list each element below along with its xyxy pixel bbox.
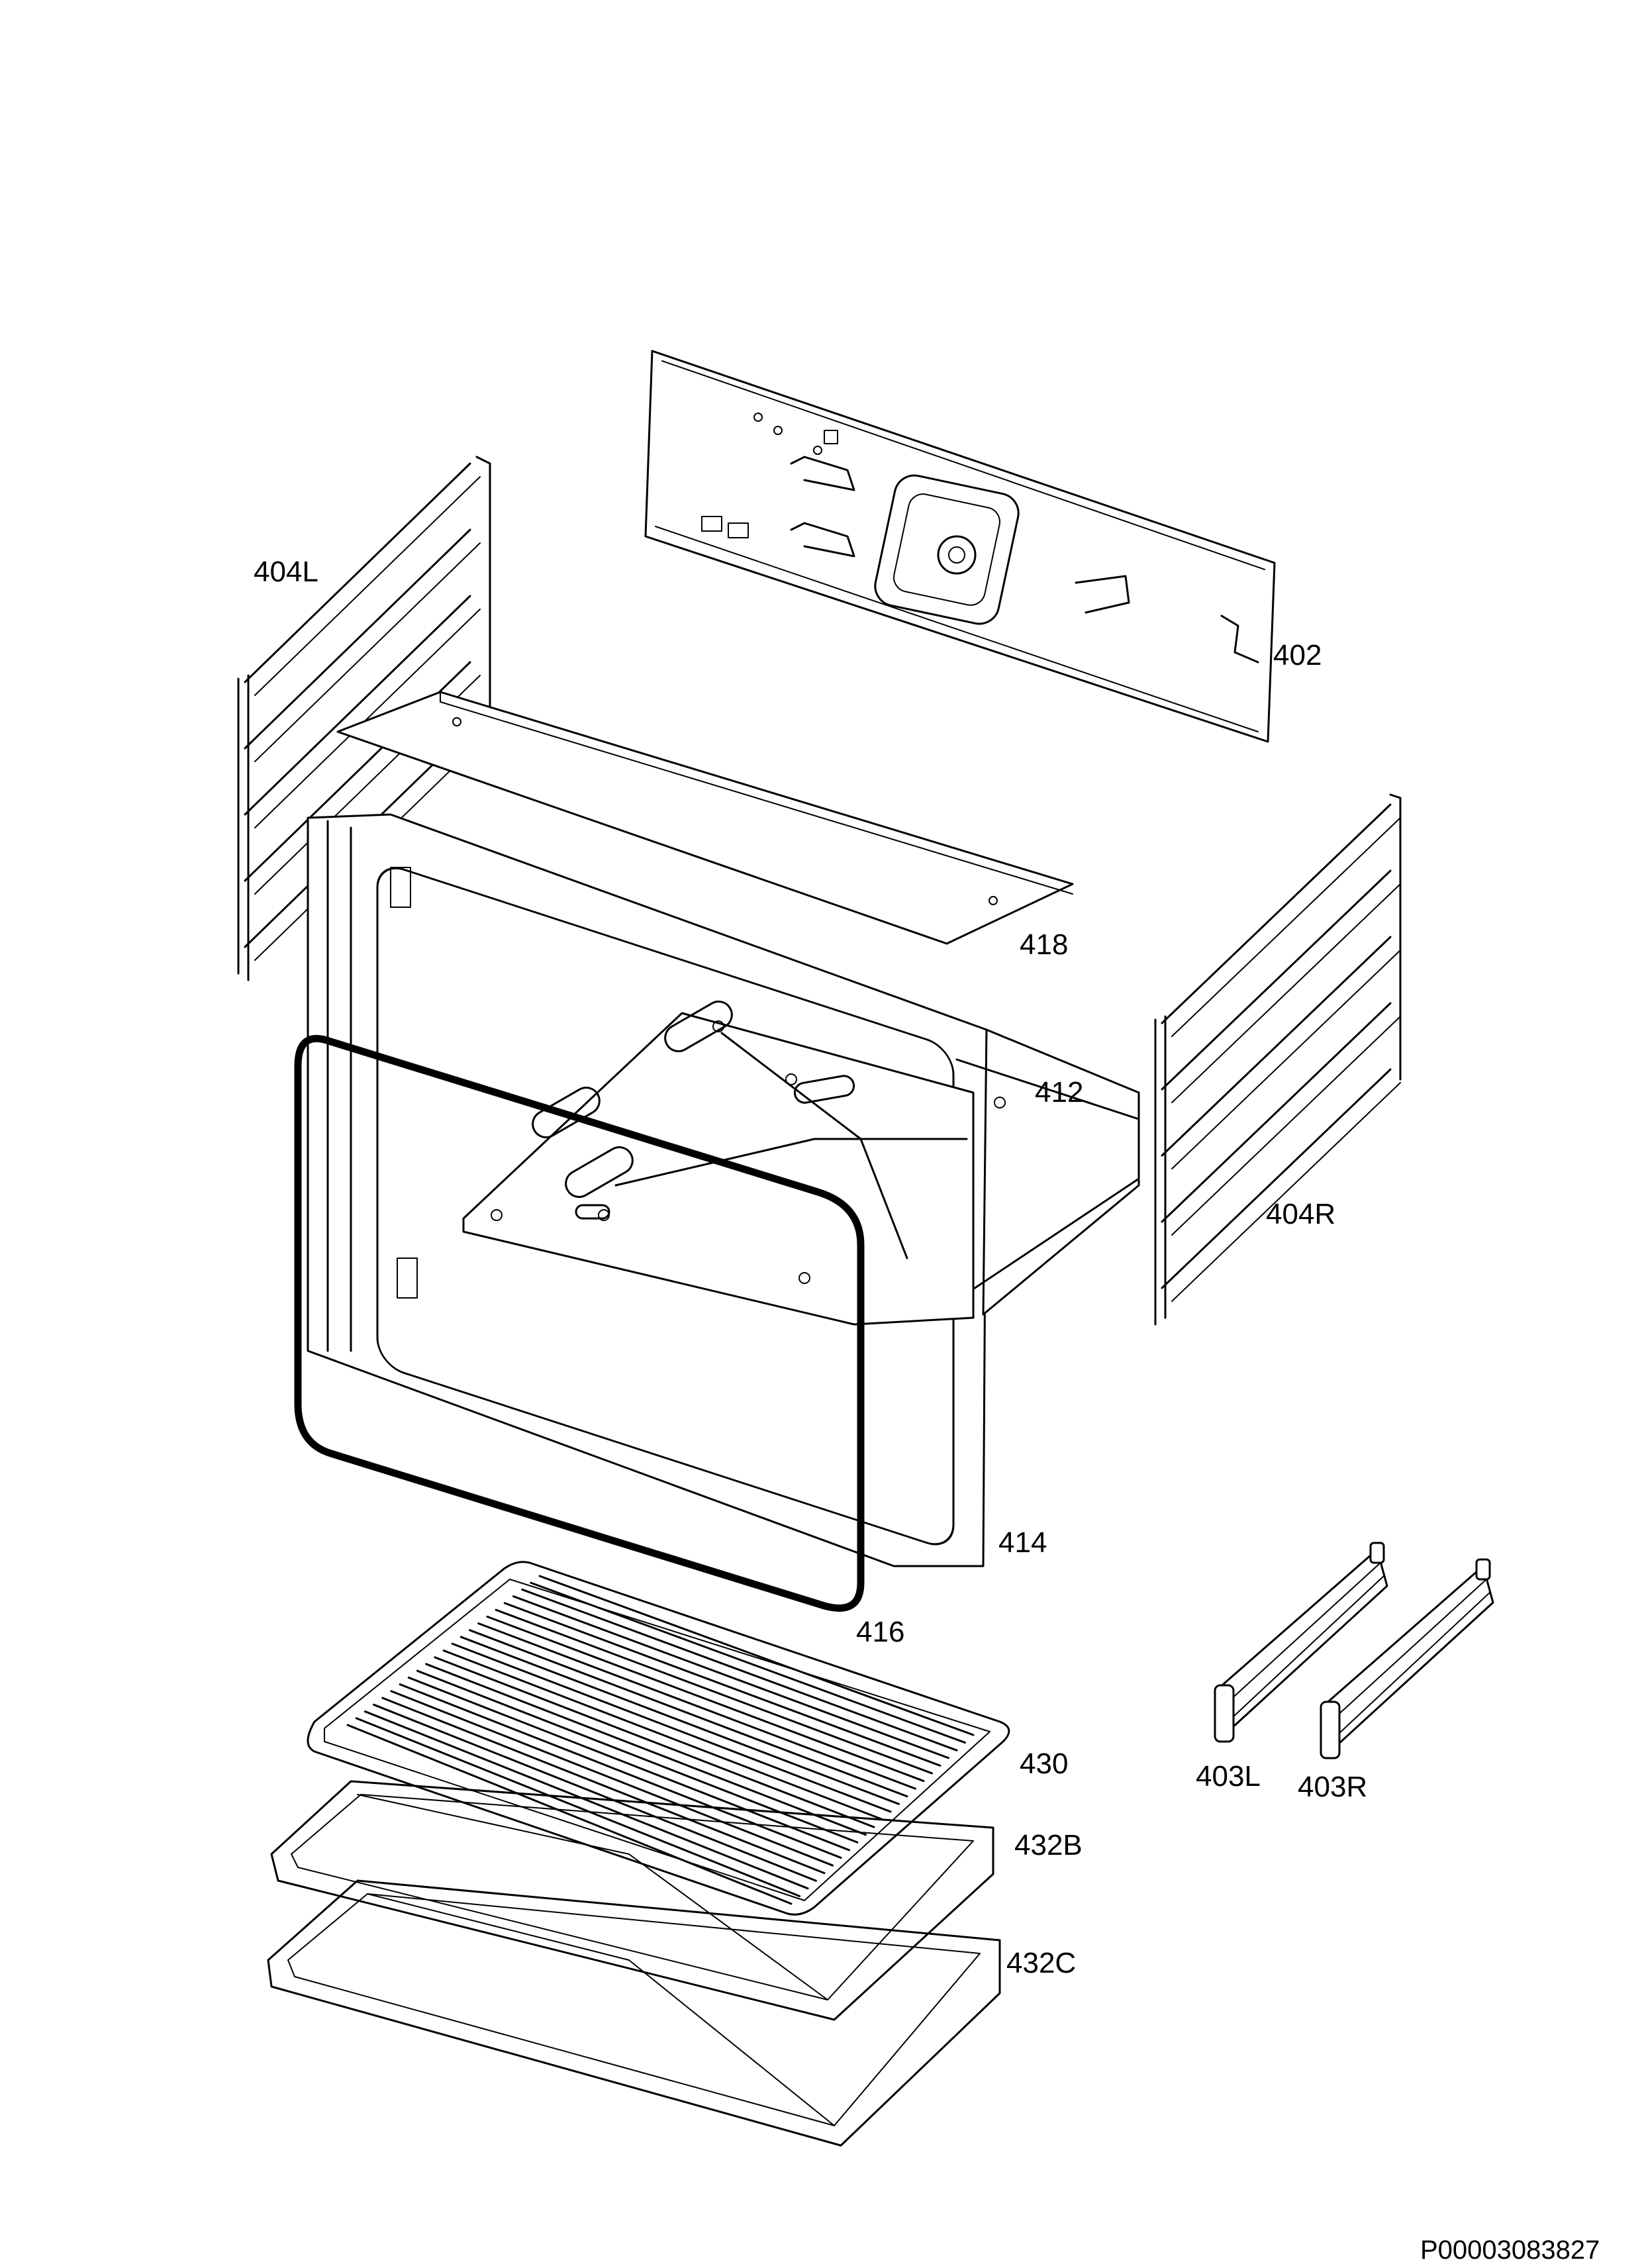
label-432C: 432C xyxy=(1006,1947,1077,1979)
rack-bar xyxy=(538,1575,975,1736)
label-402: 402 xyxy=(1273,639,1322,671)
rack-bar xyxy=(477,1622,916,1790)
rack-bar xyxy=(399,1683,842,1859)
part-416-door-gasket xyxy=(294,1035,865,1612)
label-416: 416 xyxy=(856,1616,905,1648)
rack-bars xyxy=(346,1575,975,1905)
part-412-bottom-plate xyxy=(462,1001,1006,1326)
label-430: 430 xyxy=(1020,1748,1069,1780)
label-412: 412 xyxy=(1035,1076,1084,1109)
label-404R: 404R xyxy=(1266,1198,1336,1230)
rack-bar xyxy=(346,1724,793,1905)
part-432C-deep-tray xyxy=(267,1879,1001,2147)
rack-bar xyxy=(390,1690,834,1867)
rack-bar xyxy=(363,1710,809,1890)
rack-bar xyxy=(459,1636,900,1805)
label-403R: 403R xyxy=(1298,1771,1368,1803)
rack-bar xyxy=(486,1615,925,1783)
part-430-oven-rack xyxy=(307,1561,1010,1916)
rack-bar xyxy=(425,1663,867,1836)
rack-bar xyxy=(416,1669,859,1844)
part-404R-right-shelf-support xyxy=(1154,793,1402,1326)
part-404L-left-shelf-support xyxy=(237,456,491,981)
part-403R-right-runner xyxy=(1320,1558,1494,1759)
document-id: P00003083827 xyxy=(1420,2236,1600,2265)
label-432B: 432B xyxy=(1014,1829,1083,1861)
rack-bar xyxy=(442,1650,883,1820)
rack-bar xyxy=(407,1676,850,1851)
rack-bar xyxy=(373,1703,817,1882)
part-403L-left-runner xyxy=(1214,1542,1388,1743)
rack-bar xyxy=(530,1581,966,1744)
part-418-top-cover xyxy=(336,691,1074,945)
rack-bar xyxy=(355,1717,800,1897)
label-403L: 403L xyxy=(1196,1760,1261,1793)
part-402-rear-panel xyxy=(644,350,1276,743)
label-418: 418 xyxy=(1020,928,1069,961)
rack-bar xyxy=(495,1608,933,1775)
part-432B-baking-tray xyxy=(270,1780,994,2021)
rack-bar xyxy=(503,1602,942,1767)
label-414: 414 xyxy=(998,1526,1047,1559)
rack-bar xyxy=(381,1697,826,1875)
rack-bar xyxy=(434,1656,875,1828)
rack-bar xyxy=(512,1595,949,1759)
rack-bar xyxy=(521,1588,958,1751)
label-404L: 404L xyxy=(254,556,318,588)
rack-bar xyxy=(469,1629,908,1798)
rack-bar xyxy=(451,1642,892,1813)
